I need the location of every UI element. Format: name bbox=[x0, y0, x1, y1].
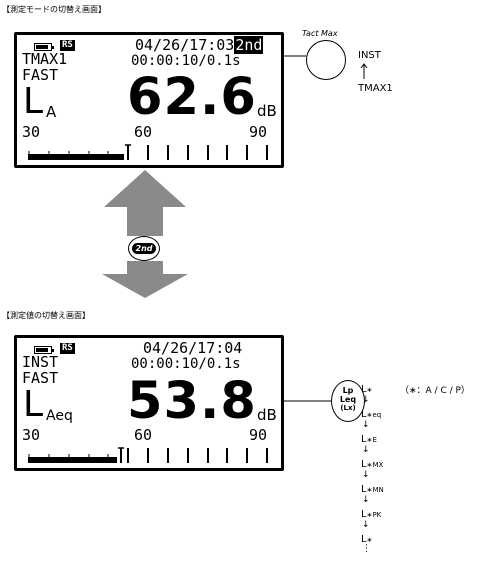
elapsed-time: 00:00:10/0.1s bbox=[131, 53, 241, 69]
level-value: 53.8 bbox=[127, 372, 257, 431]
datetime: 04/26/17:04 bbox=[143, 339, 243, 357]
tact-max-button[interactable] bbox=[306, 40, 346, 80]
elapsed-time: 00:00:10/0.1s bbox=[131, 356, 241, 372]
value-cycle-symbol: L bbox=[361, 509, 367, 520]
rs-indicator: RS bbox=[60, 40, 75, 51]
value-cycle-item: L∗ bbox=[361, 534, 372, 545]
value-cycle-symbol: L bbox=[361, 384, 367, 395]
unit-label: dB bbox=[257, 406, 277, 424]
arrow-down-icon bbox=[102, 261, 188, 298]
response-label: FAST bbox=[22, 369, 59, 387]
battery-icon bbox=[34, 346, 54, 354]
value-cycle-item: L∗PK bbox=[361, 509, 381, 520]
value-cycle-subscript: ∗MN bbox=[366, 486, 384, 494]
arrow-up-icon bbox=[104, 170, 186, 236]
value-cycle-subscript: ∗MX bbox=[366, 461, 384, 469]
continuation-dots: ⋮ bbox=[362, 544, 371, 554]
bar-fill bbox=[28, 457, 117, 463]
weighting-note: （∗：A / C / P） bbox=[400, 386, 470, 396]
value-cycle-item: L∗E bbox=[361, 434, 377, 445]
value-cycle-symbol: L bbox=[361, 409, 367, 420]
value-cycle-symbol: L bbox=[361, 434, 367, 445]
value-cycle-subscript: ∗PK bbox=[366, 511, 382, 519]
value-cycle-item: L∗MN bbox=[361, 484, 384, 495]
mode-label: TMAX1 bbox=[22, 50, 68, 68]
second-key-label: 2nd bbox=[132, 243, 156, 254]
weighting-subscript: A bbox=[46, 103, 57, 121]
datetime: 04/26/17:032nd bbox=[135, 36, 264, 54]
up-down-arrow-icon bbox=[360, 63, 368, 79]
scale-min: 30 bbox=[22, 123, 41, 141]
down-arrow-icon: ↓ bbox=[362, 520, 370, 530]
scale-max: 90 bbox=[249, 426, 268, 444]
heading-value-switch: 【測定値の切替え画面】 bbox=[2, 311, 90, 320]
battery-icon bbox=[34, 43, 54, 51]
tact-max-label: Tact Max bbox=[302, 29, 338, 38]
mode-cycle-top: INST bbox=[358, 50, 381, 61]
value-cycle-item: L∗ bbox=[361, 384, 372, 395]
mode-label: INST bbox=[22, 353, 59, 371]
value-cycle-item: L∗MX bbox=[361, 459, 383, 470]
mode-cycle-bottom: TMAX1 bbox=[358, 83, 393, 94]
level-symbol: L bbox=[23, 81, 44, 122]
lp-key-line1: Lp bbox=[342, 386, 354, 395]
down-arrow-icon: ↓ bbox=[362, 495, 370, 505]
value-cycle-subscript: ∗ bbox=[366, 386, 373, 394]
value-cycle-item: L∗eq bbox=[361, 409, 381, 420]
value-cycle-symbol: L bbox=[361, 459, 367, 470]
bar-fill bbox=[28, 154, 124, 160]
value-cycle-subscript: ∗E bbox=[366, 436, 377, 444]
response-label: FAST bbox=[22, 66, 59, 84]
weighting-subscript: Aeq bbox=[46, 408, 73, 424]
scale-max: 90 bbox=[249, 123, 268, 141]
lp-key-line2: Leq bbox=[339, 395, 357, 404]
level-value: 62.6 bbox=[127, 68, 257, 127]
value-cycle-subscript: ∗ bbox=[366, 536, 373, 544]
unit-label: dB bbox=[257, 102, 277, 120]
down-arrow-icon: ↓ bbox=[362, 395, 370, 405]
level-bargraph bbox=[28, 446, 268, 466]
scale-min: 30 bbox=[22, 426, 41, 444]
lcd-screen-mode: RS 04/26/17:032nd TMAX1 00:00:10/0.1s FA… bbox=[14, 32, 284, 168]
scale-mid: 60 bbox=[134, 123, 153, 141]
level-symbol: L bbox=[23, 384, 44, 425]
value-cycle-subscript: ∗eq bbox=[366, 411, 382, 419]
down-arrow-icon: ↓ bbox=[362, 445, 370, 455]
down-arrow-icon: ↓ bbox=[362, 470, 370, 480]
second-key-button[interactable]: 2nd bbox=[128, 236, 160, 261]
lp-leq-button[interactable]: Lp Leq (Lx) bbox=[331, 380, 365, 422]
scale-mid: 60 bbox=[134, 426, 153, 444]
value-cycle-symbol: L bbox=[361, 534, 367, 545]
lp-key-line3: (Lx) bbox=[340, 404, 356, 412]
down-arrow-icon: ↓ bbox=[362, 420, 370, 430]
value-cycle-symbol: L bbox=[361, 484, 367, 495]
second-function-badge: 2nd bbox=[234, 36, 264, 54]
heading-mode-switch: 【測定モードの切替え画面】 bbox=[2, 5, 106, 14]
value-cycle-list: L∗↓L∗eq↓L∗E↓L∗MX↓L∗MN↓L∗PK↓L∗⋮ bbox=[361, 384, 401, 564]
level-bargraph bbox=[28, 143, 268, 163]
rs-indicator: RS bbox=[60, 343, 75, 354]
lcd-screen-value: RS 04/26/17:04 INST 00:00:10/0.1s FAST L… bbox=[14, 335, 284, 471]
